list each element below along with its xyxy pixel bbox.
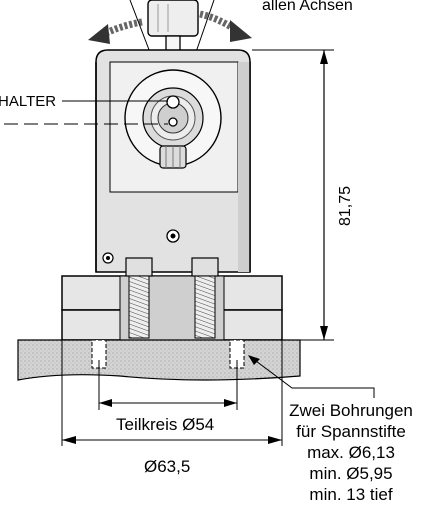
holes-note-line: min. Ø5,95 bbox=[309, 464, 393, 483]
outer-diameter-dimension: Ø63,5 bbox=[61, 340, 283, 476]
holes-note-line: max. Ø6,13 bbox=[307, 443, 395, 462]
pitch-circle-dimension: Teilkreis Ø54 bbox=[98, 360, 238, 434]
holes-note-line: Zwei Bohrungen bbox=[289, 401, 413, 420]
holes-note-line: min. 13 tief bbox=[309, 485, 393, 504]
holes-note: Zwei Bohrungen für Spannstifte max. Ø6,1… bbox=[276, 400, 426, 505]
height-dim-label: 81,75 bbox=[337, 186, 354, 226]
holder-callout: HALTER bbox=[0, 93, 168, 125]
base-plate bbox=[61, 257, 283, 341]
holder-label: HALTER bbox=[0, 93, 56, 110]
top-note: allen Achsen bbox=[262, 0, 353, 14]
ground-section bbox=[17, 339, 301, 381]
clamp-disk bbox=[124, 69, 222, 169]
rotation-arrow-right-icon bbox=[199, 10, 252, 42]
holes-note-line: für Spannstifte bbox=[296, 422, 406, 441]
rotation-arrow-left-icon bbox=[88, 18, 143, 44]
outer-diameter-label: Ø63,5 bbox=[144, 457, 190, 476]
screw-icon bbox=[102, 229, 180, 264]
pitch-circle-label: Teilkreis Ø54 bbox=[116, 415, 214, 434]
holes-leader bbox=[248, 355, 375, 398]
height-dimension: 81,75 bbox=[252, 49, 354, 341]
